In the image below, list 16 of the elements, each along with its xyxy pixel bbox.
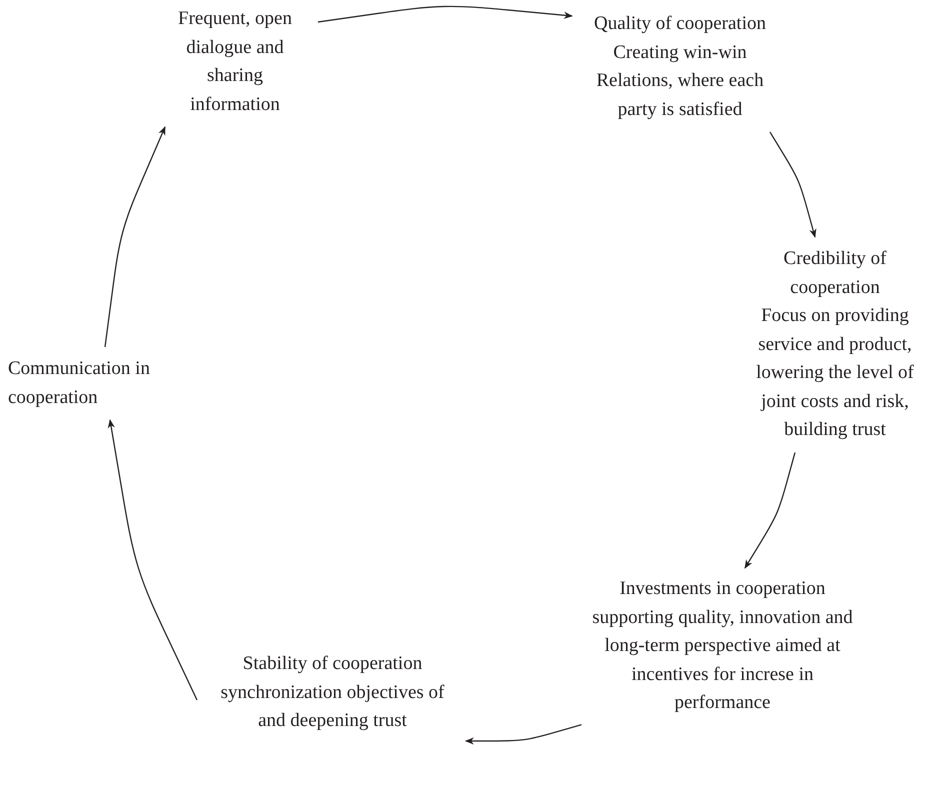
node-heading: Credibility of cooperation <box>782 247 888 300</box>
node-heading: Quality of cooperation <box>592 12 767 36</box>
node-text: Creating win-win Relations, where each party is satisfied <box>595 40 765 122</box>
node-text: Communication in cooperation <box>8 357 151 410</box>
node-text: Focus on providing service and product, lowering the level of joint costs and risk, building trust <box>755 304 915 442</box>
arrow <box>744 452 796 569</box>
node-text: supporting quality, innovation and long-term perspective aimed at incentives for increse in performance <box>591 606 854 715</box>
node-heading: Stability of cooperation <box>242 652 424 676</box>
arrow <box>318 6 573 23</box>
arrow <box>464 724 582 745</box>
node-text: Frequent, open dialogue and sharing information <box>177 7 293 116</box>
arrow <box>108 419 198 700</box>
node-heading: Investments in cooperation <box>618 577 826 601</box>
node-text: synchronization objectives of and deepening trust <box>220 680 446 733</box>
arrow <box>769 132 816 238</box>
arrow <box>104 126 166 348</box>
